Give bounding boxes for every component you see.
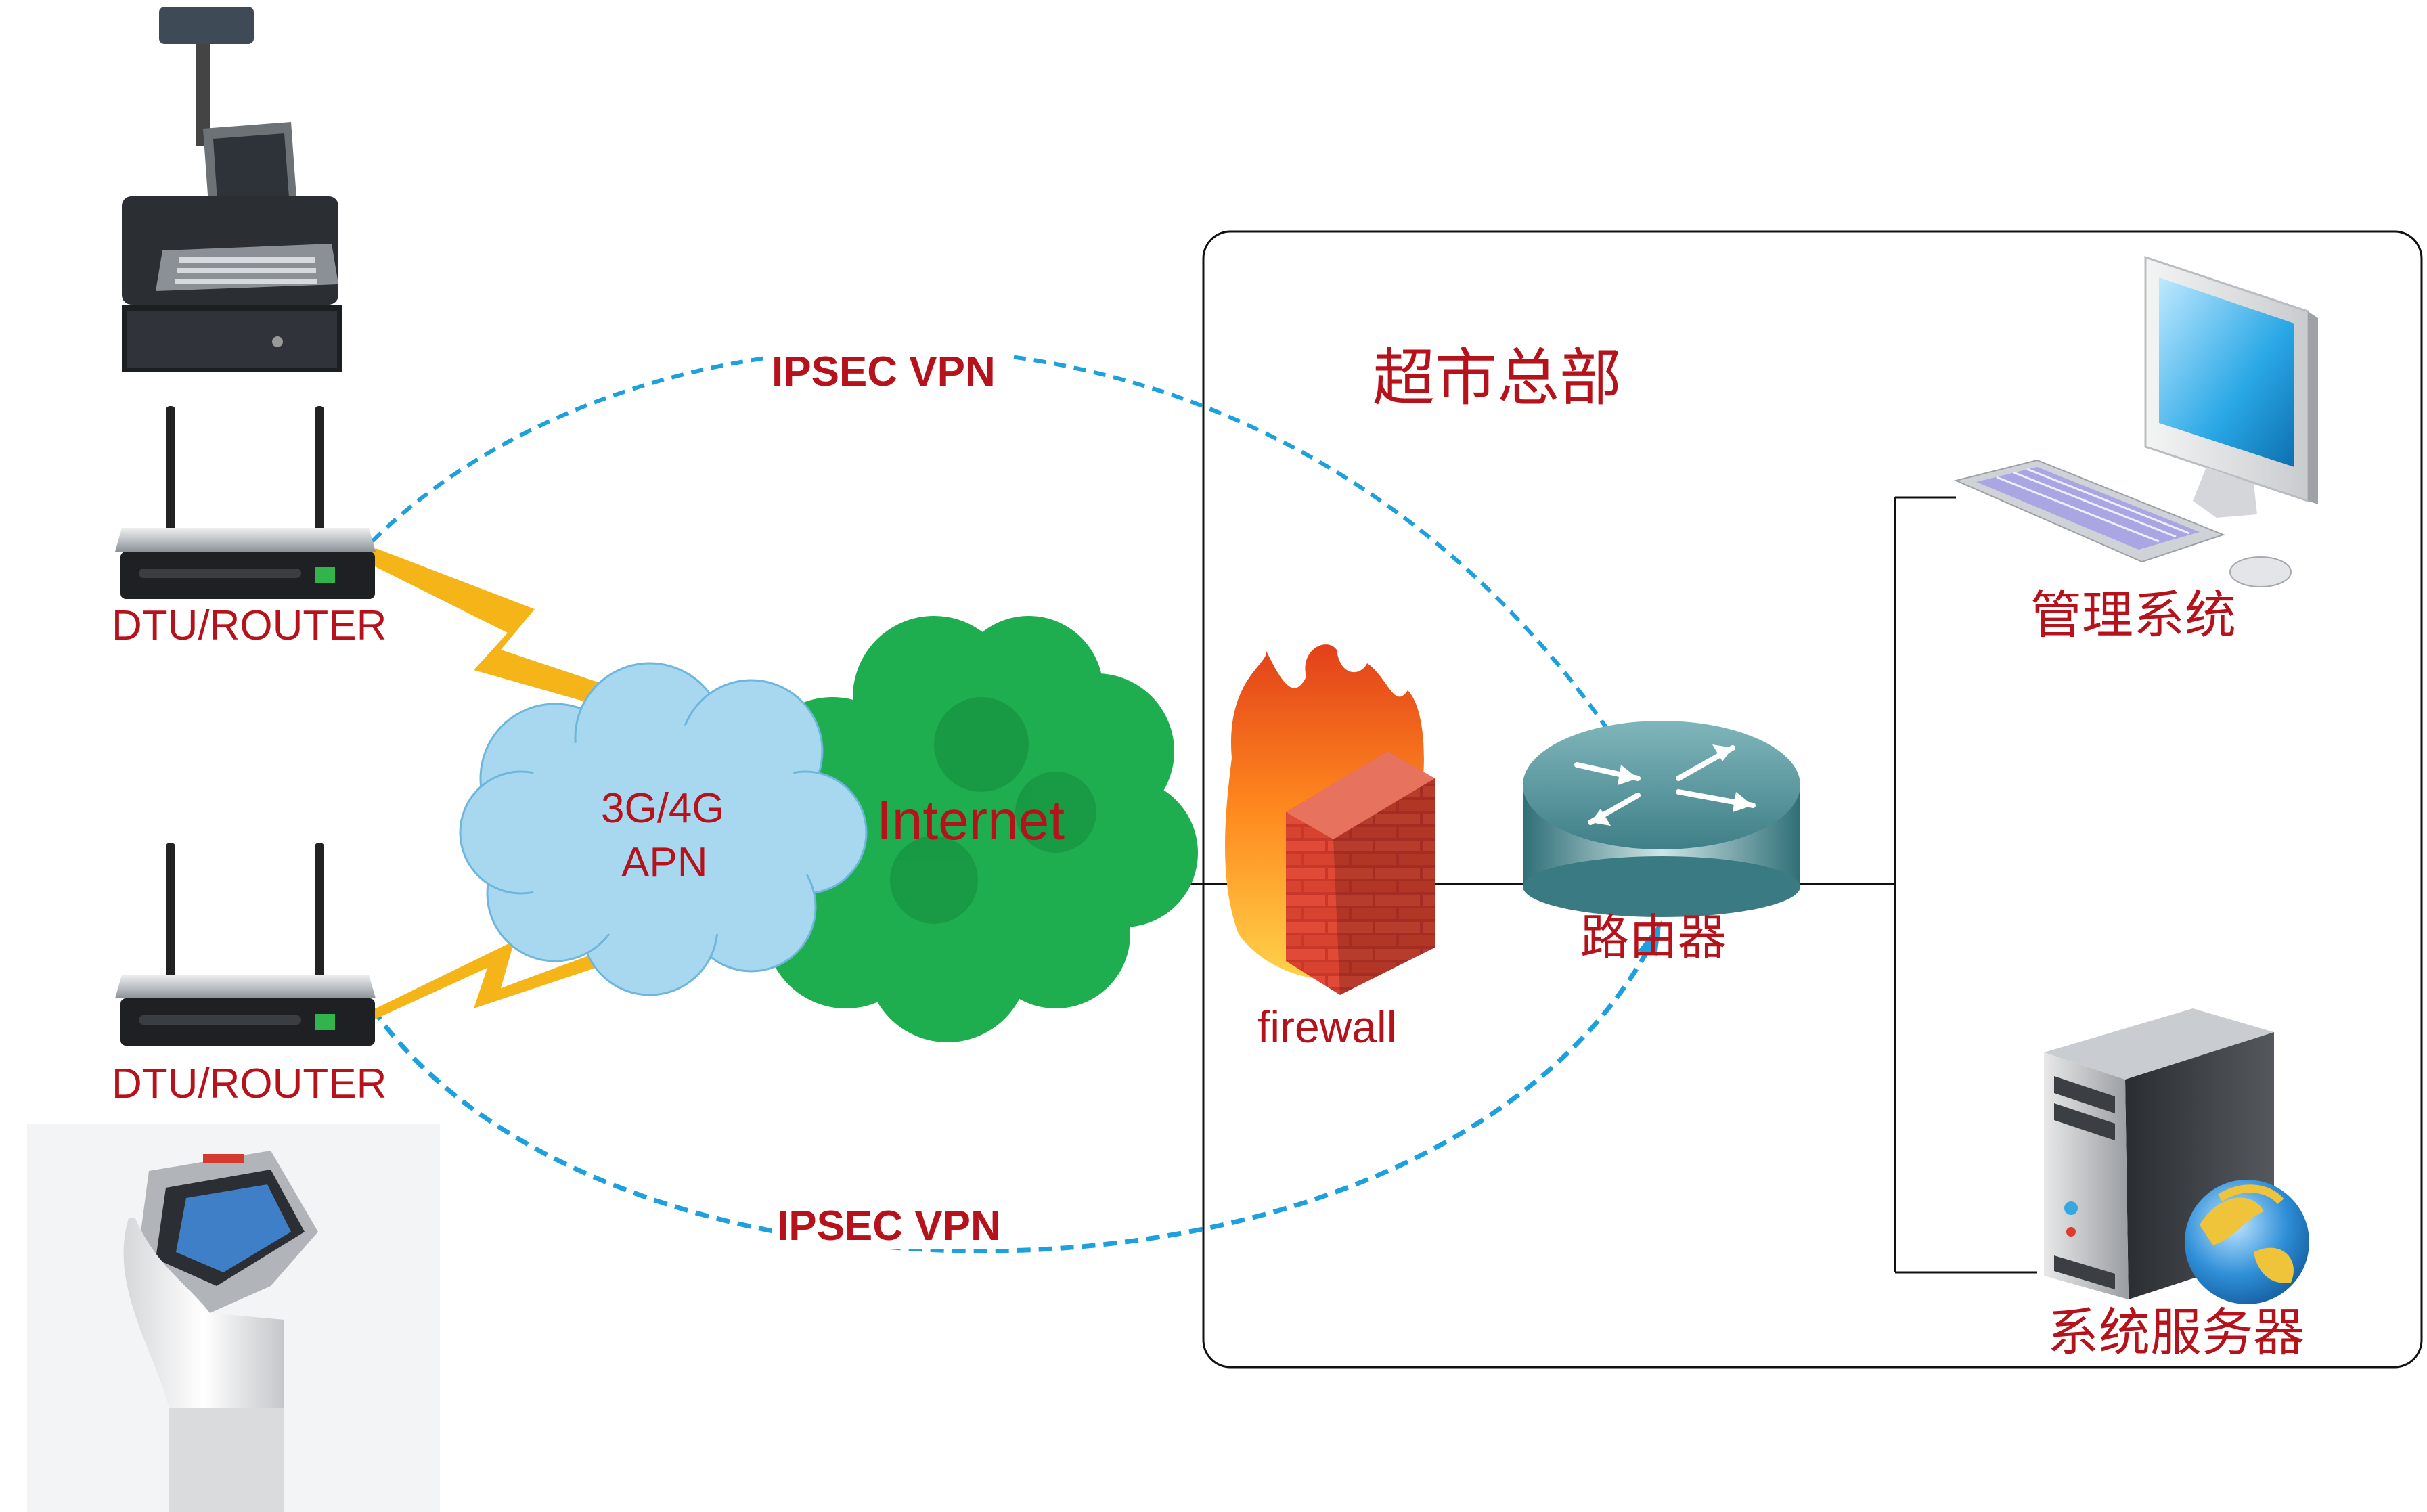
hq-title: 超市总部: [1373, 342, 1622, 414]
vpn-tunnel-bottom: [370, 929, 1661, 1253]
vpn-tunnel-top: [370, 347, 1660, 810]
apn-label-line2: APN: [621, 839, 707, 886]
vpn-label-top: IPSEC VPN: [772, 349, 996, 395]
pos-terminal-icon: [122, 7, 342, 372]
wifi-router-icon-top: [115, 406, 376, 599]
apn-label-line1: 3G/4G: [601, 785, 725, 832]
hq-boundary: [1202, 230, 2423, 1369]
dtu-router-label-top: DTU/ROUTER: [112, 602, 386, 649]
wifi-router-icon-bottom: [115, 843, 376, 1046]
wireless-link-top: [365, 548, 684, 728]
management-label: 管理系统: [2030, 585, 2236, 645]
internet-label: Internet: [876, 790, 1065, 851]
vpn-label-bottom: IPSEC VPN: [777, 1203, 1001, 1249]
firewall-label: firewall: [1257, 1002, 1396, 1052]
desktop-computer-icon: [1953, 255, 2318, 587]
apn-cloud: [459, 662, 868, 996]
wired-links: [1151, 496, 2037, 1274]
server-icon: [2044, 1008, 2309, 1304]
kiosk-icon: [27, 1124, 440, 1512]
router-icon: [1523, 721, 1800, 917]
router-label: 路由器: [1580, 909, 1727, 966]
vpn-arrow-bottom: [1638, 920, 1662, 956]
dtu-router-label-bottom: DTU/ROUTER: [112, 1061, 386, 1107]
firewall-icon: [1225, 644, 1435, 995]
server-label: 系统服务器: [2047, 1302, 2304, 1362]
